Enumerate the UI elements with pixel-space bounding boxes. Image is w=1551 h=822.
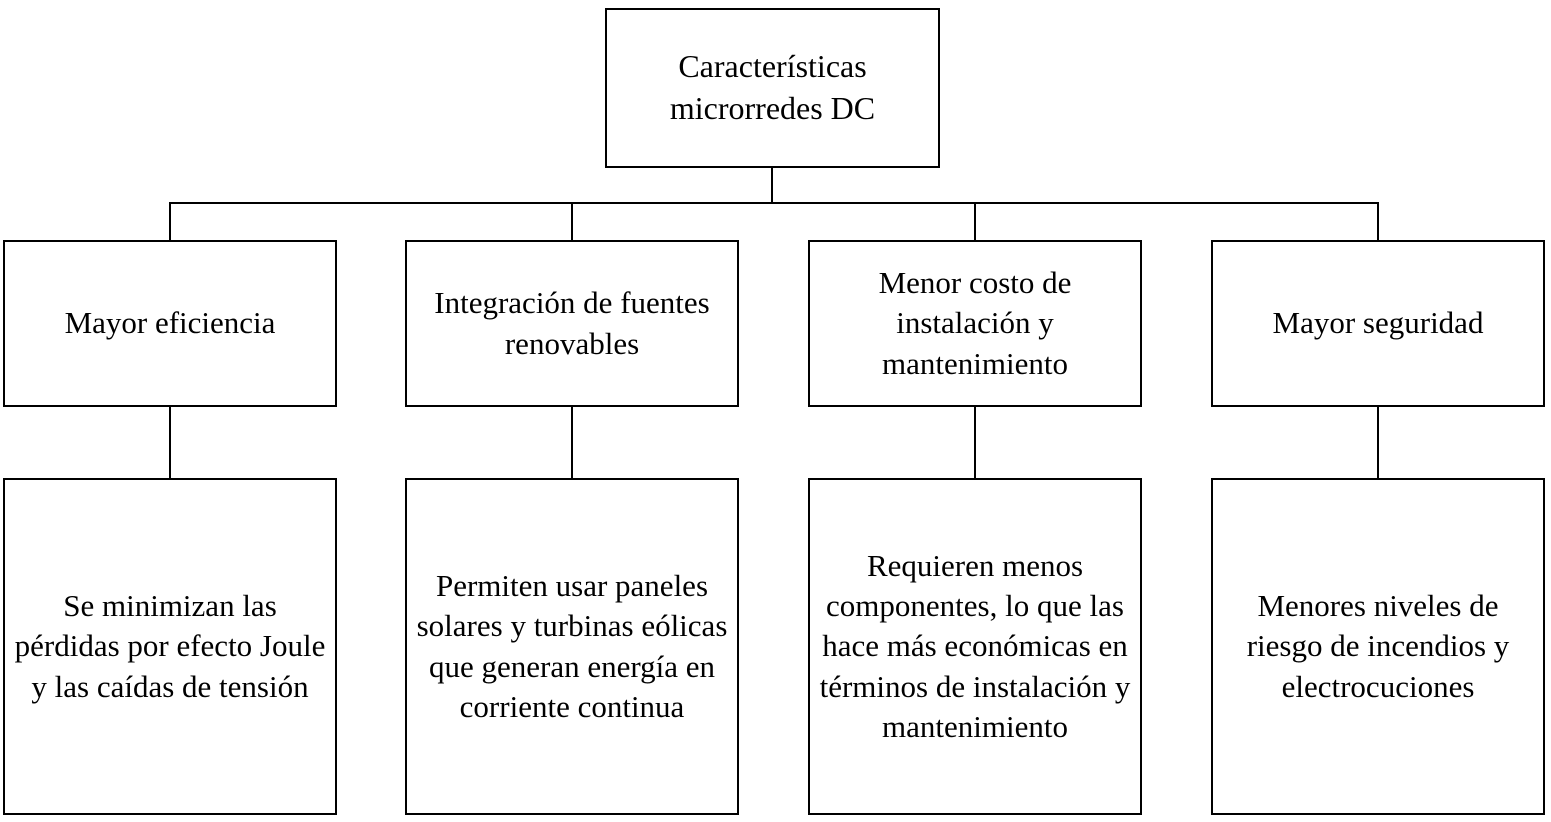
connector-stub-mayor-eficiencia [169,202,171,240]
detail-node-text: Se minimizan las pérdidas por efecto Jou… [14,588,326,704]
connector-stub-integracion-fuentes [571,202,573,240]
detail-node-text: Menores niveles de riesgo de incendios y… [1246,588,1510,704]
detail-node-text: Requieren menos componentes, lo que las … [819,547,1131,744]
connector-root-stem [771,168,773,203]
detail-node-menor-costo-instalacion: Requieren menos componentes, lo que las … [808,478,1142,815]
connector-detail-mayor-seguridad [1377,407,1379,478]
branch-node-label: Integración de fuentes renovables [434,285,710,361]
root-node-label: Características microrredes DC [669,48,876,126]
connector-detail-mayor-eficiencia [169,407,171,478]
branch-node-mayor-seguridad: Mayor seguridad [1211,240,1545,407]
connector-stub-mayor-seguridad [1377,202,1379,240]
root-node-caracteristicas-microrredes-dc: Características microrredes DC [605,8,940,168]
detail-node-integracion-fuentes-renovables: Permiten usar paneles solares y turbinas… [405,478,739,815]
detail-node-mayor-seguridad: Menores niveles de riesgo de incendios y… [1211,478,1545,815]
connector-stub-menor-costo [974,202,976,240]
branch-node-mayor-eficiencia: Mayor eficiencia [3,240,337,407]
detail-node-text: Permiten usar paneles solares y turbinas… [416,567,728,724]
connector-detail-integracion-fuentes [571,407,573,478]
branch-node-label: Mayor seguridad [1272,305,1484,341]
detail-node-mayor-eficiencia: Se minimizan las pérdidas por efecto Jou… [3,478,337,815]
connector-detail-menor-costo [974,407,976,478]
branch-node-menor-costo-instalacion: Menor costo de instalación y mantenimien… [808,240,1142,407]
branch-node-integracion-fuentes-renovables: Integración de fuentes renovables [405,240,739,407]
connector-horizontal-bus [169,202,1379,204]
branch-node-label: Mayor eficiencia [64,305,276,341]
branch-node-label: Menor costo de instalación y mantenimien… [878,265,1072,381]
